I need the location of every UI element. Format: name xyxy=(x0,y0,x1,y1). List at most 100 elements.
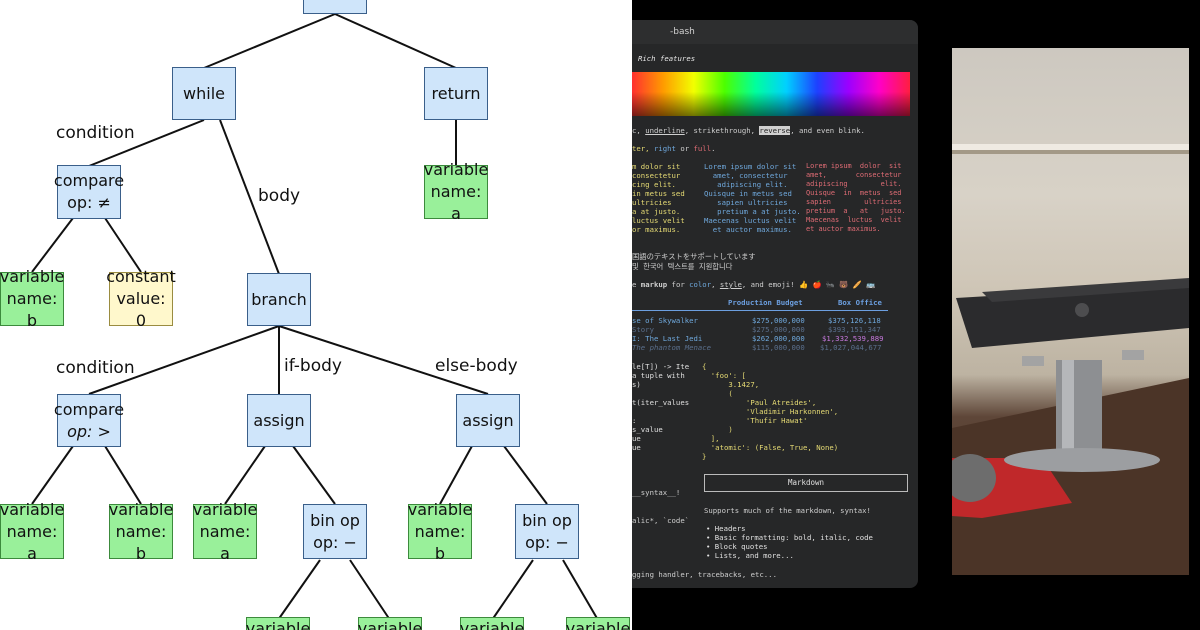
table-header-budget: Production Budget xyxy=(728,298,803,307)
variable-leaf-4: variable xyxy=(566,617,630,630)
row-title: I: The Last Jedi xyxy=(632,334,703,343)
markup-end: , and emoji! 👍 🍎 🐜 🐻 🥖 🚌 xyxy=(741,280,876,289)
styles-reverse: reverse xyxy=(759,126,791,135)
assign-node-else: assign xyxy=(456,394,520,447)
binop-node-if: bin op op: − xyxy=(303,504,367,559)
markdown-box: Markdown xyxy=(704,474,908,492)
cjk-line-1: 国語のテキストをサポートしています xyxy=(632,252,756,261)
table-cell-box: $375,126,118 xyxy=(828,316,881,325)
table-cell-box: $1,027,044,677 xyxy=(820,343,882,352)
variable-name: name: b xyxy=(6,289,58,330)
styles-end: , and even blink. xyxy=(790,126,865,135)
align-right: right xyxy=(653,144,676,153)
compare-label: compare xyxy=(53,171,125,190)
terminal-panel: -bash Rich features c, underline, strike… xyxy=(632,0,950,630)
markup-style: style xyxy=(719,280,742,289)
variable-label: variable xyxy=(0,267,65,286)
markup-for: for xyxy=(667,280,690,289)
align-or: or xyxy=(675,144,694,153)
variable-label: variable xyxy=(245,619,311,630)
variable-label: variable xyxy=(565,619,631,630)
edge-label-condition-top: condition xyxy=(56,123,135,143)
binop-op: op: − xyxy=(525,532,569,552)
photo-panel xyxy=(950,0,1200,630)
variable-node-b-assign: variable name: b xyxy=(408,500,473,563)
styles-underline: underline xyxy=(645,126,685,135)
variable-node-b: variable name: b xyxy=(0,267,64,330)
align-full: full xyxy=(693,144,712,153)
variable-leaf-1: variable xyxy=(246,617,310,630)
table-cell-box: $393,151,347 xyxy=(828,325,881,334)
markup-comma: , xyxy=(711,280,720,289)
styles-mid: , strikethrough, xyxy=(684,126,760,135)
markup-color: color xyxy=(689,280,712,289)
edge-label-condition-branch: condition xyxy=(56,358,135,378)
variable-label: variable xyxy=(192,499,258,519)
assign-label: assign xyxy=(253,410,305,430)
align-end: . xyxy=(711,144,716,153)
variable-node-b-cmp: variable name: b xyxy=(109,500,174,563)
binop-label: bin op xyxy=(522,510,572,530)
return-label: return xyxy=(431,83,481,103)
variable-label: variable xyxy=(407,499,473,519)
terminal-window[interactable]: -bash Rich features c, underline, strike… xyxy=(632,20,918,588)
edge-label-body: body xyxy=(258,186,301,206)
variable-leaf-2: variable xyxy=(358,617,422,630)
terminal-titlebar[interactable]: -bash xyxy=(632,20,918,44)
table-row: se of Skywalker xyxy=(632,316,698,325)
ast-edges xyxy=(31,13,599,621)
table-cell-box: $1,332,539,889 xyxy=(822,334,884,343)
compare-op: op: > xyxy=(67,421,111,443)
code-right: { 'foo': [ 3.1427, ( 'Paul Atreides', 'V… xyxy=(702,362,839,461)
table-header-boxoffice: Box Office xyxy=(838,298,882,307)
lorem-left: m dolor sit consectetur cing elit. in me… xyxy=(632,162,685,234)
markdown-title: Markdown xyxy=(787,478,825,487)
code-left: le[T]) -> Ite a tuple with s) t(iter_val… xyxy=(632,362,690,452)
markup-line: e markup for color, style, and emoji! 👍 … xyxy=(632,280,875,289)
compare-op: op: ≠ xyxy=(67,193,111,212)
compare-node-neq: compare op: ≠ xyxy=(53,165,125,219)
variable-label: variable xyxy=(108,499,174,519)
table-row: Story xyxy=(632,325,654,334)
table-row: I: The Last Jedi xyxy=(632,334,702,343)
lorem-right: Lorem ipsum dolor sit amet, consectetur … xyxy=(806,162,906,233)
branch-label: branch xyxy=(251,289,307,309)
compare-label: compare xyxy=(53,399,125,419)
table-cell-budget: $275,000,000 xyxy=(752,316,805,325)
constant-label: constant xyxy=(106,267,176,286)
lorem-center: Lorem ipsum dolor sit amet, consectetur … xyxy=(704,162,801,234)
markdown-bullets: • Headers • Basic formatting: bold, ital… xyxy=(706,524,873,560)
assign-label: assign xyxy=(462,410,514,430)
table-divider xyxy=(632,310,888,311)
variable-node-a-cmp: variable name: a xyxy=(0,500,64,563)
variable-label: variable xyxy=(423,160,489,179)
footer-line: gging handler, tracebacks, etc... xyxy=(632,570,777,579)
variable-node-a-assign: variable name: a xyxy=(193,500,258,563)
variable-label: variable xyxy=(0,499,65,519)
constant-value: value: 0 xyxy=(116,289,166,330)
styles-pre: c, xyxy=(632,126,646,135)
variable-node-a-return: variable name: a xyxy=(424,160,489,223)
while-node: while xyxy=(172,67,236,120)
table-cell-budget: $275,000,000 xyxy=(752,325,805,334)
variable-name: name: a xyxy=(430,182,482,223)
edge-label-if-body: if-body xyxy=(284,356,342,376)
table-cell-budget: $115,000,000 xyxy=(752,343,805,352)
row-title: se of Skywalker xyxy=(632,316,698,325)
syntax-left: __syntax__! xyxy=(632,488,681,497)
row-title: The phantom Menace xyxy=(632,343,712,352)
variable-leaf-3: variable xyxy=(460,617,524,630)
table-row: The phantom Menace xyxy=(632,343,711,352)
assign-node-if: assign xyxy=(247,394,311,447)
variable-label: variable xyxy=(357,619,423,630)
variable-name: name: b xyxy=(414,521,466,563)
compare-op-text: op: > xyxy=(67,421,111,441)
binop-node-else: bin op op: − xyxy=(515,504,579,559)
markdown-description: Supports much of the markdown, syntax! xyxy=(704,506,871,515)
table-cell-budget: $262,000,000 xyxy=(752,334,805,343)
variable-name: name: a xyxy=(6,521,58,563)
variable-name: name: a xyxy=(199,521,251,563)
variable-name: name: b xyxy=(115,521,167,563)
syntax-left-2: alic*, `code` xyxy=(632,516,690,525)
constant-node-0: constant value: 0 xyxy=(106,267,176,330)
